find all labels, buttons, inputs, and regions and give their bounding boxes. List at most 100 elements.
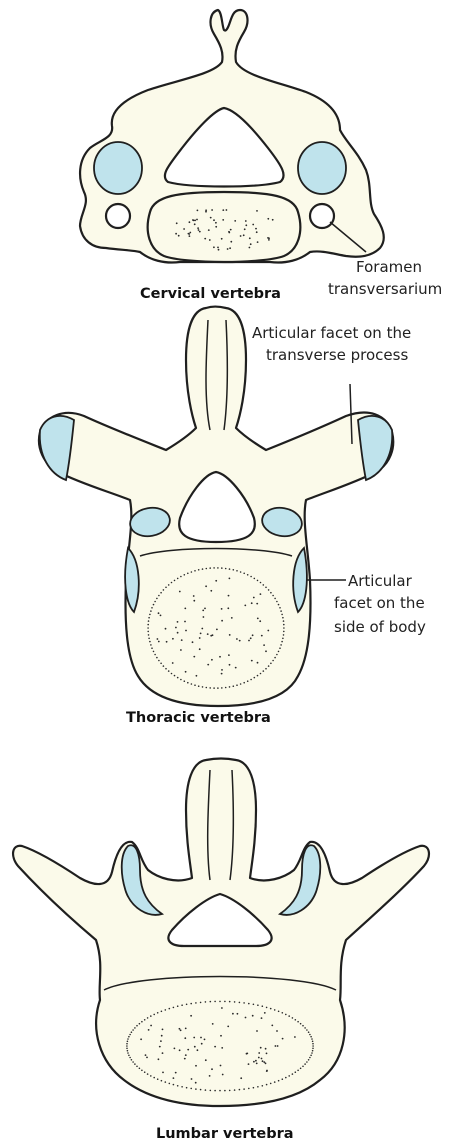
stipple-dot [239,1002,241,1004]
stipple-dot [213,219,215,221]
stipple-dot [150,610,152,612]
stipple-dot [165,1081,167,1083]
stipple-dot [234,220,236,222]
stipple-dot [261,1058,263,1060]
stipple-dot [158,660,160,662]
stipple-dot [131,1031,133,1033]
stipple-dot [215,222,217,224]
stipple-dot [253,597,255,599]
stipple-dot [310,1036,312,1038]
stipple-dot [192,641,194,643]
stipple-dot [309,1057,311,1059]
stipple-dot [166,641,168,643]
stipple-dot [244,605,246,607]
stipple-dot [221,687,223,689]
stipple-dot [304,1063,306,1065]
stipple-dot [221,567,223,569]
stipple-dot [127,1052,129,1054]
stipple-dot [311,1052,313,1054]
stipple-dot [209,687,211,689]
stipple-dot [224,1001,226,1003]
stipple-dot [250,576,252,578]
stipple-dot [279,647,281,649]
stipple-dot [270,663,272,665]
stipple-dot [158,612,160,614]
stipple-dot [234,1001,236,1003]
stipple-dot [229,686,231,688]
stipple-dot [247,574,249,576]
stipple-dot [128,1036,130,1038]
stipple-dot [217,687,219,689]
stipple-dot [257,618,259,620]
stipple-dot [312,1041,314,1043]
stipple-dot [265,668,267,670]
stipple-dot [158,595,160,597]
stipple-dot [200,633,202,635]
stipple-dot [245,220,247,222]
stipple-dot [144,1019,146,1021]
stipple-dot [312,1048,314,1050]
stipple-dot [265,650,267,652]
stipple-dot [202,610,204,612]
stipple-dot [225,568,227,570]
stipple-dot [184,680,186,682]
stipple-dot [221,608,223,610]
stipple-dot [180,679,182,681]
stipple-dot [274,1081,276,1083]
stipple-dot [261,1017,263,1019]
stipple-dot [150,1015,152,1017]
stipple-dot [278,1080,280,1082]
stipple-dot [153,651,155,653]
stipple-dot [263,584,265,586]
body-facet-label-line2: facet on the [334,594,425,612]
stipple-dot [173,1084,175,1086]
stipple-dot [207,633,209,635]
stipple-dot [184,574,186,576]
cervical-left-facet [94,142,142,194]
stipple-dot [197,227,199,229]
stipple-dot [283,631,285,633]
stipple-dot [230,229,232,231]
stipple-dot [283,620,285,622]
stipple-dot [134,1027,136,1029]
stipple-dot [188,233,190,235]
stipple-dot [270,1083,272,1085]
stipple-dot [216,629,218,631]
stipple-dot [186,1004,188,1006]
stipple-dot [310,1055,312,1057]
stipple-dot [180,649,182,651]
stipple-dot [204,608,206,610]
stipple-dot [245,1017,247,1019]
stipple-dot [248,640,250,642]
stipple-dot [206,568,208,570]
stipple-dot [220,1065,222,1067]
stipple-dot [154,654,156,656]
stipple-dot [175,1072,177,1074]
stipple-dot [147,1017,149,1019]
stipple-dot [248,1003,250,1005]
stipple-dot [243,682,245,684]
stipple-dot [250,243,252,245]
stipple-dot [159,1046,161,1048]
stipple-dot [149,641,151,643]
stipple-dot [177,1005,179,1007]
stipple-dot [246,1053,248,1055]
stipple-dot [190,1003,192,1005]
stipple-dot [312,1043,314,1045]
stipple-dot [279,607,281,609]
stipple-dot [260,1047,262,1049]
stipple-dot [144,1071,146,1073]
stipple-dot [302,1066,304,1068]
stipple-dot [221,620,223,622]
stipple-dot [262,1060,264,1062]
stipple-dot [165,668,167,670]
stipple-dot [179,1028,181,1030]
stipple-dot [211,1068,213,1070]
stipple-dot [304,1027,306,1029]
stipple-dot [263,670,265,672]
stipple-dot [237,1013,239,1015]
stipple-dot [198,229,200,231]
stipple-dot [258,1057,260,1059]
stipple-dot [126,1045,128,1047]
stipple-dot [147,624,149,626]
